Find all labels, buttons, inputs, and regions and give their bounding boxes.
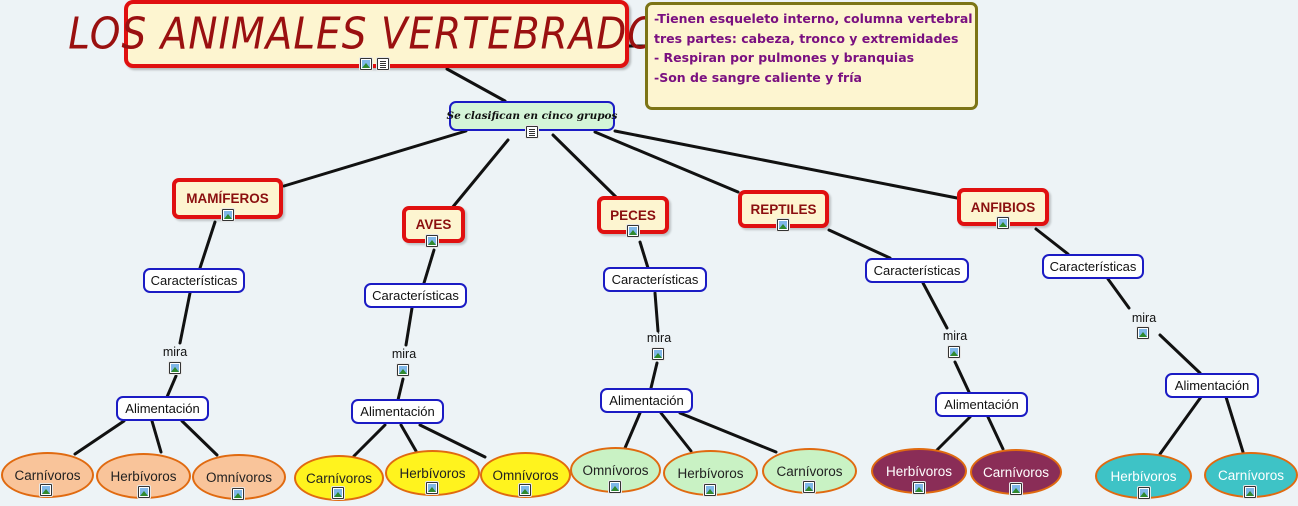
image-icon[interactable] (426, 482, 438, 494)
main-title-box[interactable]: LOS ANIMALES VERTEBRADOS (68, 0, 684, 68)
image-icon[interactable] (997, 217, 1009, 229)
diet-label: Herbívoros (110, 468, 177, 484)
diet-oval[interactable]: Carnívoros (294, 455, 384, 501)
characteristics-node[interactable]: Características (603, 267, 707, 292)
diet-label: Herbívoros (677, 465, 744, 481)
note-line: -Son de sangre caliente y fría (654, 69, 862, 85)
characteristics-node[interactable]: Características (1042, 254, 1144, 279)
feeding-label: Alimentación (609, 393, 684, 408)
diet-label: Carnívoros (305, 470, 373, 486)
groups-label: Se clasifican en cinco grupos (446, 110, 618, 122)
mira-label: mira (391, 347, 417, 361)
mira-label: mira (646, 331, 672, 345)
mira-label: mira (162, 345, 188, 359)
note-icon[interactable] (526, 126, 538, 138)
image-icon[interactable] (1138, 487, 1150, 499)
category-label: AVES (415, 217, 452, 232)
mira-link[interactable]: mira (639, 330, 679, 346)
image-icon[interactable] (426, 235, 438, 247)
diet-label: Carnívoros (982, 464, 1050, 480)
mira-label: mira (1131, 311, 1157, 325)
image-icon[interactable] (332, 487, 344, 499)
diet-label: Omnívoros (492, 467, 559, 483)
characteristics-node[interactable]: Características (364, 283, 467, 308)
characteristics-label: Características (372, 288, 459, 303)
category-label: ANFIBIOS (970, 199, 1036, 215)
mira-label: mira (942, 329, 968, 343)
characteristics-node[interactable]: Características (865, 258, 969, 283)
category-label: REPTILES (750, 201, 817, 217)
diet-label: Herbívoros (399, 465, 466, 481)
category-label: MAMÍFEROS (186, 191, 269, 206)
image-icon[interactable] (360, 58, 372, 70)
image-icon[interactable] (777, 219, 789, 231)
category-label: PECES (610, 207, 656, 223)
mira-link[interactable]: mira (935, 328, 975, 344)
diet-label: Herbívoros (1110, 468, 1177, 484)
diet-label: Carnívoros (14, 467, 81, 483)
image-icon[interactable] (652, 348, 664, 360)
image-icon[interactable] (169, 362, 181, 374)
characteristics-label: Características (611, 272, 699, 287)
image-icon[interactable] (704, 484, 716, 496)
image-icon[interactable] (40, 484, 52, 496)
category-aves[interactable]: AVES (402, 206, 465, 243)
diet-oval[interactable]: Herbívoros (96, 453, 191, 499)
page-title: LOS ANIMALES VERTEBRADOS (68, 8, 685, 60)
note-line: - Respiran por pulmones y branquias (654, 50, 915, 65)
mira-link[interactable]: mira (384, 346, 424, 362)
image-icon[interactable] (519, 484, 531, 496)
image-icon[interactable] (397, 364, 409, 376)
feeding-label: Alimentación (1174, 378, 1250, 393)
description-note: -Tienen esqueleto interno, columna verte… (645, 2, 978, 110)
image-icon[interactable] (232, 488, 244, 500)
mira-link[interactable]: mira (155, 344, 195, 360)
feeding-label: Alimentación (360, 404, 435, 419)
image-icon[interactable] (138, 486, 150, 498)
image-icon[interactable] (1137, 327, 1149, 339)
diet-oval[interactable]: Carnívoros (970, 449, 1062, 495)
feeding-node[interactable]: Alimentación (116, 396, 209, 421)
image-icon[interactable] (627, 225, 639, 237)
feeding-label: Alimentación (944, 397, 1019, 412)
feeding-label: Alimentación (125, 401, 200, 416)
image-icon[interactable] (948, 346, 960, 358)
diet-label: Carnívoros (776, 463, 843, 479)
characteristics-label: Características (873, 263, 961, 278)
characteristics-node[interactable]: Características (143, 268, 245, 293)
image-icon[interactable] (1010, 483, 1022, 495)
image-icon[interactable] (1244, 486, 1256, 498)
feeding-node[interactable]: Alimentación (935, 392, 1028, 417)
characteristics-label: Características (1049, 259, 1137, 274)
groups-node[interactable]: Se clasifican en cinco grupos (446, 101, 618, 131)
feeding-node[interactable]: Alimentación (351, 399, 444, 424)
note-line: -Tienen esqueleto interno, columna verte… (654, 11, 973, 26)
note-icon[interactable] (377, 58, 389, 70)
diet-label: Herbívoros (885, 463, 953, 479)
image-icon[interactable] (609, 481, 621, 493)
note-line: tres partes: cabeza, tronco y extremidad… (654, 30, 959, 46)
diet-label: Omnívoros (205, 469, 273, 485)
diet-label: Carnívoros (1217, 467, 1285, 483)
feeding-node[interactable]: Alimentación (1165, 373, 1259, 398)
image-icon[interactable] (803, 481, 815, 493)
diet-label: Omnívoros (582, 462, 649, 478)
image-icon[interactable] (222, 209, 234, 221)
mira-link[interactable]: mira (1124, 310, 1164, 326)
feeding-node[interactable]: Alimentación (600, 388, 693, 413)
characteristics-label: Características (150, 273, 238, 288)
image-icon[interactable] (913, 482, 925, 494)
